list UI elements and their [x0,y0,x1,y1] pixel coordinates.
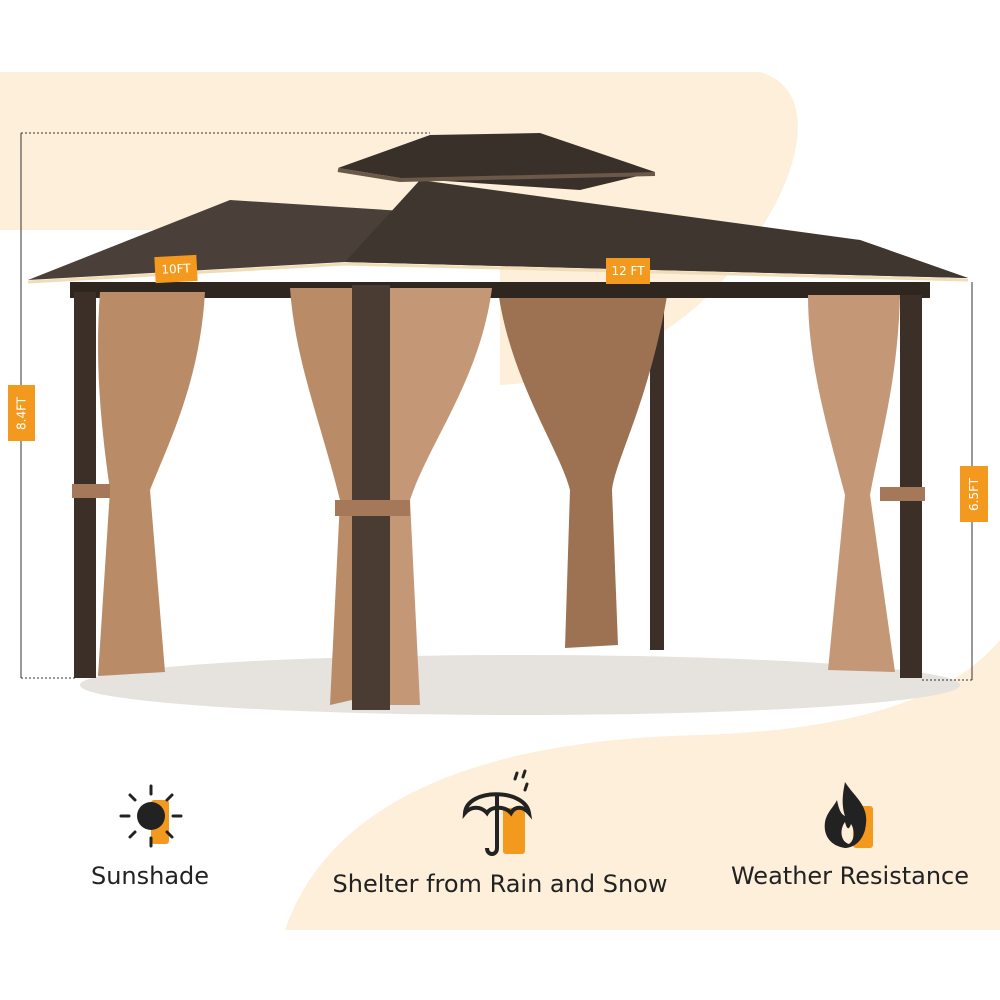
curtain-front-left [290,288,352,705]
dimension-label-width: 10FT [154,254,198,284]
curtain-left [98,292,205,676]
feature-label: Shelter from Rain and Snow [332,870,668,898]
dimension-label-eave-height: 6.5FT [960,466,988,522]
feature-rain-shelter: Shelter from Rain and Snow [310,768,690,898]
feature-label: Weather Resistance [730,862,969,890]
sun-icon [119,784,183,848]
post-right [900,295,922,678]
flame-icon [824,782,873,848]
curtain-back [498,290,668,648]
dimension-label-total-height: 8.4FT [8,385,35,441]
tieback-front [335,500,410,516]
feature-weather-resistance: Weather Resistance [720,780,980,890]
feature-sunshade: Sunshade [60,780,240,890]
post-back [650,290,664,650]
roof-eave-trim [27,262,969,284]
curtain-right [808,295,900,672]
roof-upper-trim [337,168,656,183]
beam [70,282,930,298]
curtain-front-right [390,288,492,705]
tieback-right [880,487,925,501]
feature-label: Sunshade [90,862,210,890]
ground-shadow [80,655,960,715]
roof-front-face [345,180,968,278]
tieback-left [72,484,110,498]
umbrella-rain-icon [462,769,533,856]
dimension-label-length: 12 FT [606,258,650,284]
post-front [352,285,390,710]
background-shape-bottom [285,640,1000,930]
